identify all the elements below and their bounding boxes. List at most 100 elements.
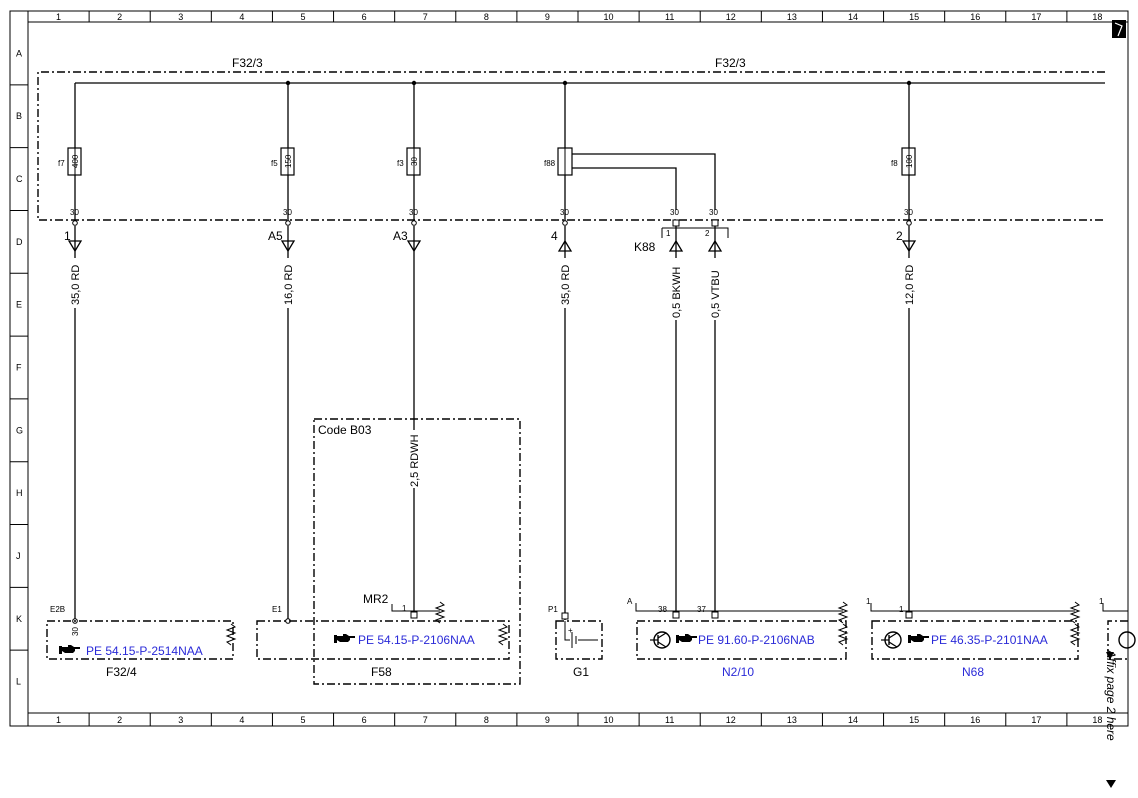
wire-spec: 0,5 VTBU: [710, 270, 722, 318]
column-number: 5: [300, 715, 305, 725]
row-letter: L: [16, 677, 21, 687]
ground-symbol-icon: [435, 601, 445, 624]
column-number: 5: [300, 12, 305, 22]
wire-spec: 35,0 RD: [70, 265, 82, 305]
column-number: 15: [909, 715, 919, 725]
column-number: 17: [1031, 12, 1041, 22]
terminal-30-f5: 30: [283, 208, 292, 226]
fuse-name: f88: [544, 159, 556, 168]
svg-text:1: 1: [899, 605, 904, 614]
fuse-rating: 30: [410, 157, 419, 166]
component-f32-4: E2B 30 PE 54.15-P-2514NAA F32/4: [46, 605, 236, 679]
svg-text:1: 1: [402, 604, 407, 613]
row-letter: D: [16, 237, 23, 247]
connector-label: 2: [896, 229, 903, 243]
column-number: 16: [970, 715, 980, 725]
fuse-box-outline: [37, 71, 1105, 221]
column-number: 13: [787, 12, 797, 22]
connector-label: A3: [393, 229, 408, 243]
pointing-hand-icon: [334, 634, 355, 643]
column-number: 3: [178, 12, 183, 22]
svg-text:30: 30: [560, 208, 569, 217]
component-g1: P1 + G1: [548, 605, 603, 679]
component-f58: E1 MR2 1 PE 54.15-P-2106NAA F58: [256, 592, 510, 679]
code-label: Code B03: [318, 423, 372, 437]
svg-text:30: 30: [670, 208, 679, 217]
fuse-name: f3: [397, 159, 404, 168]
relay-k88-connector: 30 30 1 2 K88: [634, 208, 729, 254]
column-number: 6: [362, 715, 367, 725]
column-number: 16: [970, 12, 980, 22]
transistor-icon: [880, 631, 902, 649]
transistor-icon: [649, 631, 671, 649]
row-letter: E: [16, 300, 22, 310]
svg-text:1: 1: [666, 229, 671, 238]
column-number: 2: [117, 12, 122, 22]
component-name: G1: [573, 665, 589, 679]
column-number: 1: [56, 12, 61, 22]
wire-spec: 16,0 RD: [283, 265, 295, 305]
terminal-30-f88: 30: [560, 208, 569, 226]
svg-text:30: 30: [283, 208, 292, 217]
svg-text:30: 30: [409, 208, 418, 217]
terminal-30-f3: 30: [409, 208, 418, 226]
column-number: 11: [665, 715, 674, 725]
terminal-30-f7: 30: [70, 208, 79, 226]
column-number: 14: [848, 12, 858, 22]
column-number: 12: [726, 12, 736, 22]
column-number: 15: [909, 12, 919, 22]
affix-note: Affix page 2 here: [1104, 649, 1118, 741]
column-number: 10: [604, 715, 614, 725]
column-number: 13: [787, 715, 797, 725]
affix-arrow-icon: [1106, 652, 1114, 660]
reference-link[interactable]: PE 46.35-P-2101NAA: [931, 633, 1048, 647]
wire-spec: 12,0 RD: [904, 265, 916, 305]
column-number: 9: [545, 715, 550, 725]
component-n2-10: A 38 37 PE 91.60-P-2106NAB N2/10: [627, 597, 848, 679]
svg-text:30: 30: [71, 627, 80, 636]
column-number: 17: [1031, 715, 1041, 725]
wire-spec: 35,0 RD: [560, 265, 572, 305]
extra-label: MR2: [363, 592, 389, 606]
column-number: 4: [239, 12, 244, 22]
column-number: 18: [1092, 715, 1102, 725]
column-number: 1: [56, 715, 61, 725]
pointing-hand-icon: [676, 634, 697, 643]
column-number: 9: [545, 12, 550, 22]
column-number: 8: [484, 715, 489, 725]
reference-link[interactable]: PE 54.15-P-2514NAA: [86, 644, 203, 658]
wire-spec: 2,5 RDWH: [409, 434, 421, 487]
pin-label: A: [627, 597, 633, 606]
wire-spec: 0,5 BKWH: [671, 267, 683, 318]
column-number: 2: [117, 715, 122, 725]
fuse-f3: f3 30: [397, 83, 421, 222]
connector-label: 1: [64, 229, 71, 243]
component-name: N68: [962, 665, 984, 679]
pin-label: E1: [272, 605, 282, 614]
fuse-f7: f7 400: [58, 83, 82, 222]
svg-text:37: 37: [697, 605, 706, 614]
component-name: F32/4: [106, 665, 137, 679]
ground-symbol-icon: [498, 623, 508, 646]
column-number: 10: [604, 12, 614, 22]
pointing-hand-icon: [908, 634, 929, 643]
column-number: 7: [423, 12, 428, 22]
right-edge-partial: 1 Affix page 2 here: [1099, 597, 1136, 788]
fuse-name: f8: [891, 159, 898, 168]
reference-link[interactable]: PE 54.15-P-2106NAA: [358, 633, 475, 647]
wire-runs: [74, 226, 910, 620]
column-number: 14: [848, 715, 858, 725]
svg-text:30: 30: [70, 208, 79, 217]
column-number: 18: [1092, 12, 1102, 22]
corner-stamp-icon: [1112, 20, 1126, 38]
column-number: 3: [178, 715, 183, 725]
column-number: 7: [423, 715, 428, 725]
column-number: 4: [239, 715, 244, 725]
row-letter: F: [16, 363, 22, 373]
connector-label: A5: [268, 229, 283, 243]
fuse-f88: f88: [544, 83, 716, 222]
ground-symbol-icon: [1070, 601, 1080, 624]
reference-link[interactable]: PE 91.60-P-2106NAB: [698, 633, 815, 647]
